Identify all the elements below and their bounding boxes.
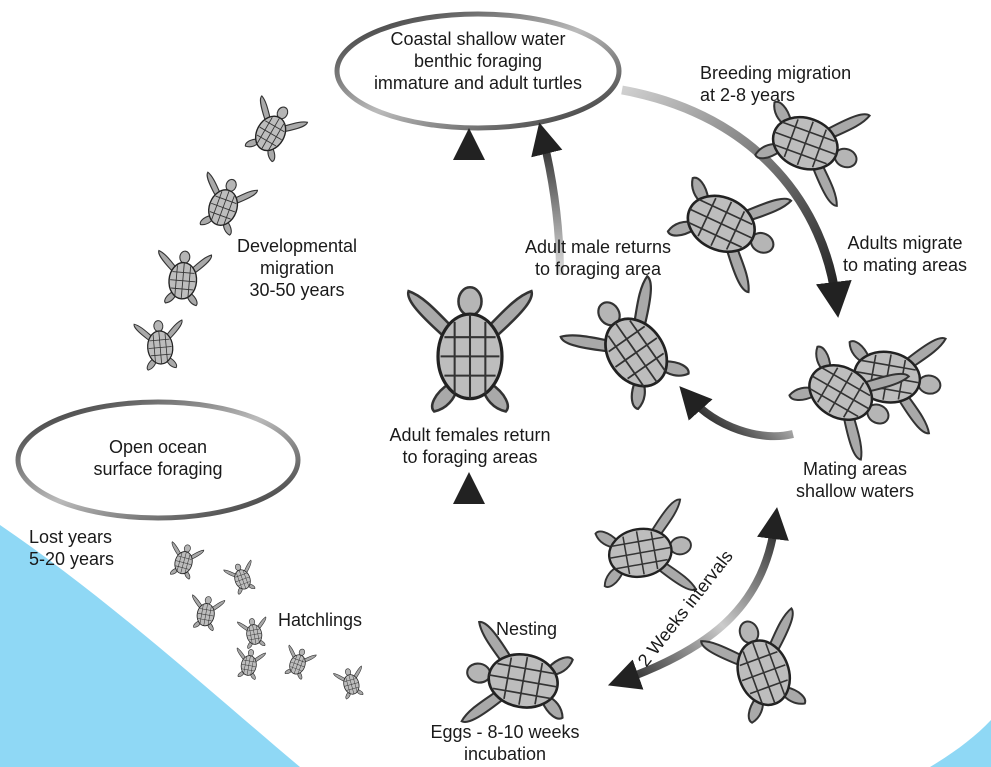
turtle-icon-hatchling-1 [223, 559, 260, 596]
turtle-icon-adult-male [559, 273, 707, 421]
mating-line-1: Mating areas [775, 458, 935, 480]
turtle-icon-developmental-4 [134, 318, 186, 371]
adult-male-line-2: to foraging area [508, 258, 688, 280]
adults-migrate-line-2: to mating areas [830, 254, 980, 276]
nesting-label: Nesting [496, 618, 557, 640]
turtle-icon-hatchling-6 [333, 665, 369, 701]
coastal-line-3: immature and adult turtles [358, 72, 598, 94]
breeding-line-1: Breeding migration [700, 62, 851, 84]
open-ocean-line-1: Open ocean [68, 436, 248, 458]
lost-years-line-1: Lost years [29, 526, 114, 548]
eggs-line-1: Eggs - 8-10 weeks [405, 721, 605, 743]
breeding-migration-label: Breeding migration at 2-8 years [700, 62, 851, 106]
adults-migrate-label: Adults migrate to mating areas [830, 232, 980, 276]
adult-male-label: Adult male returns to foraging area [508, 236, 688, 280]
breeding-line-2: at 2-8 years [700, 84, 851, 106]
coastal-foraging-label: Coastal shallow water benthic foraging i… [358, 28, 598, 94]
mating-areas-label: Mating areas shallow waters [775, 458, 935, 502]
turtle-icon-developmental-2 [190, 171, 258, 239]
open-ocean-label: Open ocean surface foraging [68, 436, 248, 480]
turtle-icon-developmental-3 [154, 249, 212, 307]
turtle-icon-hatchling-3 [237, 616, 271, 650]
turtle-icon-adult-female [408, 287, 532, 411]
adult-male-line-1: Adult male returns [508, 236, 688, 258]
adult-females-label: Adult females return to foraging areas [370, 424, 570, 468]
lost-years-label: Lost years 5-20 years [29, 526, 114, 570]
open-ocean-line-2: surface foraging [68, 458, 248, 480]
coastal-line-1: Coastal shallow water [358, 28, 598, 50]
coastal-line-2: benthic foraging [358, 50, 598, 72]
turtle-icon-hatchling-2 [187, 594, 225, 632]
developmental-line-2: migration [222, 257, 372, 279]
developmental-migration-label: Developmental migration 30-50 years [222, 235, 372, 301]
eggs-incubation-label: Eggs - 8-10 weeks incubation [405, 721, 605, 765]
turtle-icon-developmental-1 [236, 94, 309, 167]
turtle-icon-lost-years [164, 541, 204, 581]
adult-females-line-1: Adult females return [370, 424, 570, 446]
hatchlings-label: Hatchlings [278, 609, 362, 631]
eggs-line-2: incubation [405, 743, 605, 765]
arrow-mating-to-male [690, 398, 793, 436]
lost-years-line-2: 5-20 years [29, 548, 114, 570]
adult-females-line-2: to foraging areas [370, 446, 570, 468]
turtle-icon-hatchling-4 [232, 647, 266, 681]
turtle-icon-hatchling-5 [279, 644, 316, 681]
turtle-icon-swimming [592, 499, 699, 605]
mating-line-2: shallow waters [775, 480, 935, 502]
adults-migrate-line-1: Adults migrate [830, 232, 980, 254]
developmental-line-1: Developmental [222, 235, 372, 257]
developmental-line-3: 30-50 years [222, 279, 372, 301]
corner-accent-right [930, 720, 991, 767]
